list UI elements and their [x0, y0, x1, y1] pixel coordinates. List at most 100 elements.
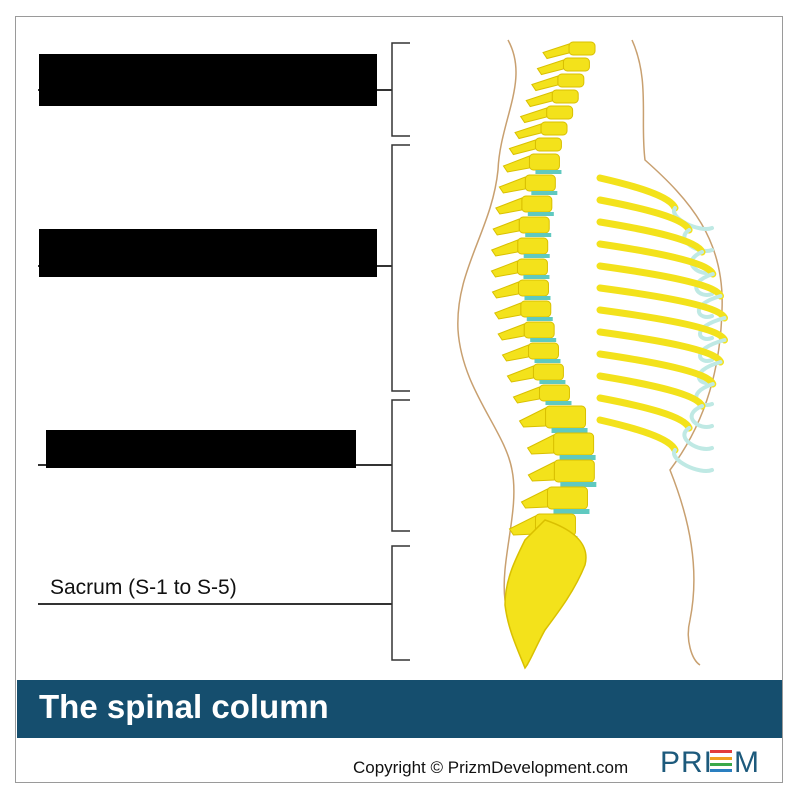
- spinous-process: [490, 260, 518, 278]
- intervertebral-disc: [523, 254, 550, 258]
- spinous-process: [512, 386, 540, 404]
- spinous-process: [519, 107, 548, 124]
- intervertebral-disc: [525, 233, 552, 237]
- rib: [596, 284, 728, 322]
- rib: [596, 174, 679, 212]
- rib: [596, 416, 679, 454]
- intervertebral-disc: [523, 275, 550, 279]
- spinous-process: [514, 123, 542, 140]
- spinous-process: [525, 91, 553, 108]
- rib: [596, 394, 693, 432]
- vertebra: [546, 105, 574, 120]
- ribcage: [596, 174, 728, 473]
- intervertebral-disc: [559, 455, 596, 460]
- vertebra: [528, 153, 560, 171]
- svg-text:M: M: [734, 746, 759, 778]
- redacted-label-lumbar: [46, 430, 356, 468]
- intervertebral-disc: [530, 338, 557, 342]
- spinous-process: [491, 281, 519, 299]
- bracket-sacrum: [391, 545, 410, 661]
- body-outline-front: [631, 39, 723, 666]
- sacrum-bone: [504, 519, 587, 670]
- costal-cartilage: [696, 294, 723, 319]
- spinous-process: [495, 197, 523, 215]
- spinous-process: [542, 43, 570, 60]
- vertebra: [546, 486, 588, 510]
- vertebral-column: [490, 41, 597, 541]
- vertebra: [518, 216, 550, 234]
- spinous-process: [506, 365, 534, 383]
- rib: [596, 306, 728, 344]
- vertebra: [545, 405, 587, 429]
- costal-cartilage: [694, 272, 715, 297]
- rib: [596, 196, 693, 234]
- vertebra: [517, 279, 549, 297]
- intervertebral-disc: [535, 170, 562, 174]
- rib: [596, 240, 717, 278]
- intervertebral-disc: [553, 509, 590, 514]
- spinous-process: [497, 323, 525, 341]
- vertebra: [520, 300, 552, 318]
- vertebra: [532, 363, 564, 381]
- svg-text:PRI: PRI: [660, 746, 713, 778]
- costal-cartilage: [689, 404, 714, 429]
- intervertebral-disc: [524, 296, 551, 300]
- spinous-process: [492, 218, 520, 236]
- rib: [596, 218, 706, 256]
- vertebra: [553, 432, 595, 456]
- vertebra: [551, 89, 579, 104]
- spinous-process: [531, 75, 559, 92]
- spinous-process: [490, 239, 519, 257]
- vertebra: [540, 121, 568, 136]
- spinous-process: [536, 59, 564, 76]
- banner-title: The spinal column: [39, 688, 329, 725]
- spinous-process: [526, 434, 555, 455]
- intervertebral-disc: [539, 380, 566, 384]
- spinous-process: [527, 461, 555, 482]
- rib: [596, 350, 717, 388]
- rib: [596, 262, 724, 300]
- vertebra: [534, 137, 562, 152]
- leader-line-sacrum: [38, 603, 392, 605]
- vertebra: [557, 73, 585, 88]
- vertebra: [562, 57, 590, 72]
- prizm-logo: PRI M: [660, 746, 759, 778]
- intervertebral-disc: [560, 482, 597, 487]
- bracket-lumbar: [391, 399, 410, 532]
- spinous-process: [501, 344, 529, 362]
- bracket-thoracic: [391, 144, 410, 392]
- vertebra: [568, 41, 596, 56]
- vertebra: [517, 237, 549, 255]
- vertebra: [553, 459, 595, 483]
- intervertebral-disc: [551, 428, 588, 433]
- title-banner: The spinal column: [17, 680, 782, 738]
- vertebra: [521, 195, 553, 213]
- vertebra: [524, 174, 556, 192]
- costal-cartilage: [698, 316, 727, 341]
- costal-cartilage: [698, 338, 727, 363]
- intervertebral-disc: [526, 317, 553, 321]
- costal-cartilage: [682, 426, 714, 451]
- logo-z-mark: [710, 750, 732, 772]
- intervertebral-disc: [545, 401, 572, 405]
- spinous-process: [520, 488, 548, 509]
- intervertebral-disc: [531, 191, 558, 195]
- intervertebral-disc: [534, 359, 561, 363]
- bracket-cervical: [391, 42, 410, 137]
- intervertebral-disc: [527, 212, 554, 216]
- vertebra: [538, 384, 570, 402]
- rib: [596, 328, 724, 366]
- vertebra: [523, 321, 555, 339]
- spinous-process: [502, 155, 530, 173]
- vertebra: [516, 258, 548, 276]
- spinous-process: [498, 176, 526, 194]
- rib: [596, 372, 706, 410]
- vertebra: [527, 342, 559, 360]
- spinous-process: [518, 407, 547, 428]
- redacted-label-thoracic: [39, 229, 377, 277]
- redacted-label-cervical: [39, 54, 377, 106]
- spinous-process: [508, 515, 536, 536]
- spinous-process: [508, 139, 536, 156]
- copyright-text: Copyright © PrizmDevelopment.com: [353, 758, 629, 777]
